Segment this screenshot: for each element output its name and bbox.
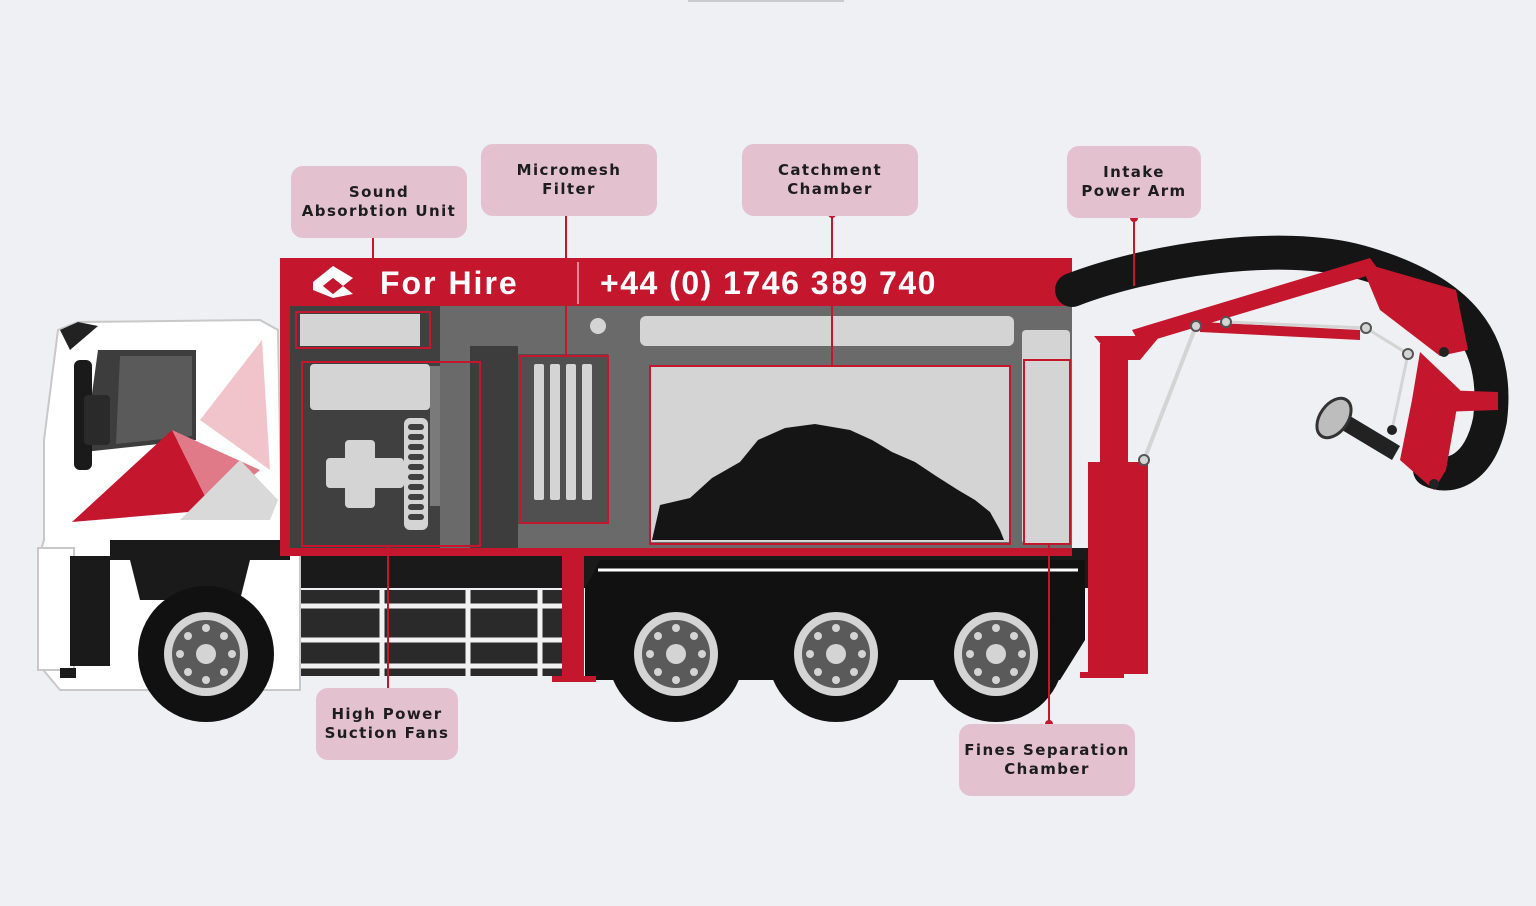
leader-lines bbox=[372, 210, 1135, 724]
wheels bbox=[138, 586, 1064, 722]
label-intake-power-arm: Intake Power Arm bbox=[1067, 146, 1201, 218]
company-logo-icon bbox=[313, 266, 353, 298]
side-steps bbox=[300, 590, 562, 676]
label-suction-fans: High Power Suction Fans bbox=[316, 688, 458, 760]
wheel-rear-1 bbox=[608, 586, 744, 722]
wheel-rear-2 bbox=[768, 586, 904, 722]
top-scroll-indicator bbox=[688, 0, 844, 2]
hire-banner: For Hire +44 (0) 1746 389 740 bbox=[280, 258, 1072, 306]
label-catchment-chamber: Catchment Chamber bbox=[742, 144, 918, 216]
brand-text: For Hire bbox=[380, 265, 519, 301]
phone-number: +44 (0) 1746 389 740 bbox=[600, 265, 937, 301]
debris-pile bbox=[652, 424, 1004, 540]
label-sound-absorption: Sound Absorbtion Unit bbox=[291, 166, 467, 238]
fan-ribs bbox=[404, 418, 428, 530]
support-leg bbox=[562, 556, 584, 678]
label-micromesh-filter: Micromesh Filter bbox=[481, 144, 657, 216]
tank-body bbox=[280, 258, 1072, 556]
filter-bars bbox=[534, 364, 592, 500]
wheel-front bbox=[138, 586, 274, 722]
intake-arm bbox=[1055, 235, 1509, 678]
wheel-rear-3 bbox=[928, 586, 1064, 722]
label-fines-separation: Fines Separation Chamber bbox=[959, 724, 1135, 796]
